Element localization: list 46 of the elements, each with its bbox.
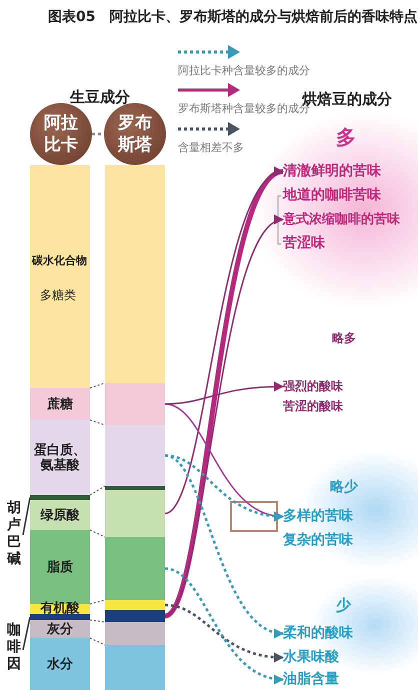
legend-text: 含量相差不多: [178, 140, 244, 155]
flavor-label: 水果味酸: [283, 648, 363, 667]
arrow: [164, 604, 284, 662]
connector-line: [92, 132, 104, 136]
column-segment: [105, 645, 165, 690]
column-segment: [105, 486, 165, 490]
legend-text: 阿拉比卡种含量较多的成分: [178, 63, 310, 78]
column-segment: 绿原酸: [30, 500, 90, 530]
column-segment: [105, 383, 165, 425]
heading: 少: [336, 596, 351, 615]
column-segment: [30, 614, 90, 620]
heading: 略多: [332, 330, 356, 347]
flavor-label: 强烈的酸味: [283, 378, 363, 395]
column-segment: [105, 537, 165, 600]
column-segment: [30, 165, 90, 388]
column-segment: 蔗糖: [30, 388, 90, 420]
column-segment: 灰分: [30, 620, 90, 638]
segment-label: 碳水化合物: [32, 253, 87, 268]
flavor-label: 意式浓缩咖啡的苦味: [283, 210, 411, 229]
heading: 略少: [330, 478, 358, 496]
flavor-label: 苦涩味: [283, 234, 343, 253]
side-label: 咖啡因: [5, 622, 23, 678]
column-segment: [105, 165, 165, 383]
leader-line: [22, 497, 31, 536]
leader-line: [22, 616, 31, 650]
side-label: 胡卢巴碱: [5, 500, 23, 570]
column-segment: [105, 490, 165, 537]
column-segment: [30, 495, 90, 500]
column-segment: 蛋白质、氨基酸: [30, 420, 90, 495]
column-segment: [105, 600, 165, 610]
flavor-label: 复杂的苦味: [283, 531, 373, 550]
bean-circle: 阿拉比卡: [30, 103, 92, 165]
flavor-label: 苦涩的酸味: [283, 398, 363, 415]
title: 图表05 阿拉比卡、罗布斯塔的成分与烘焙前后的香味特点: [48, 8, 418, 26]
flavor-label: 柔和的酸味: [283, 624, 373, 643]
column-segment: [105, 425, 165, 486]
bean-circle: 罗布斯塔: [104, 103, 166, 165]
column-segment: [105, 610, 165, 622]
segment-label: 多糖类: [40, 287, 76, 304]
heading: 多: [336, 124, 356, 151]
flavor-label: 多样的苦味: [283, 507, 373, 526]
column-segment: 水分: [30, 638, 90, 690]
flavor-label: 清澈鲜明的苦味: [283, 162, 403, 181]
flavor-label: 油脂含量: [283, 670, 363, 689]
flavor-label: 地道的咖啡苦味: [283, 186, 403, 205]
column-segment: [105, 622, 165, 645]
